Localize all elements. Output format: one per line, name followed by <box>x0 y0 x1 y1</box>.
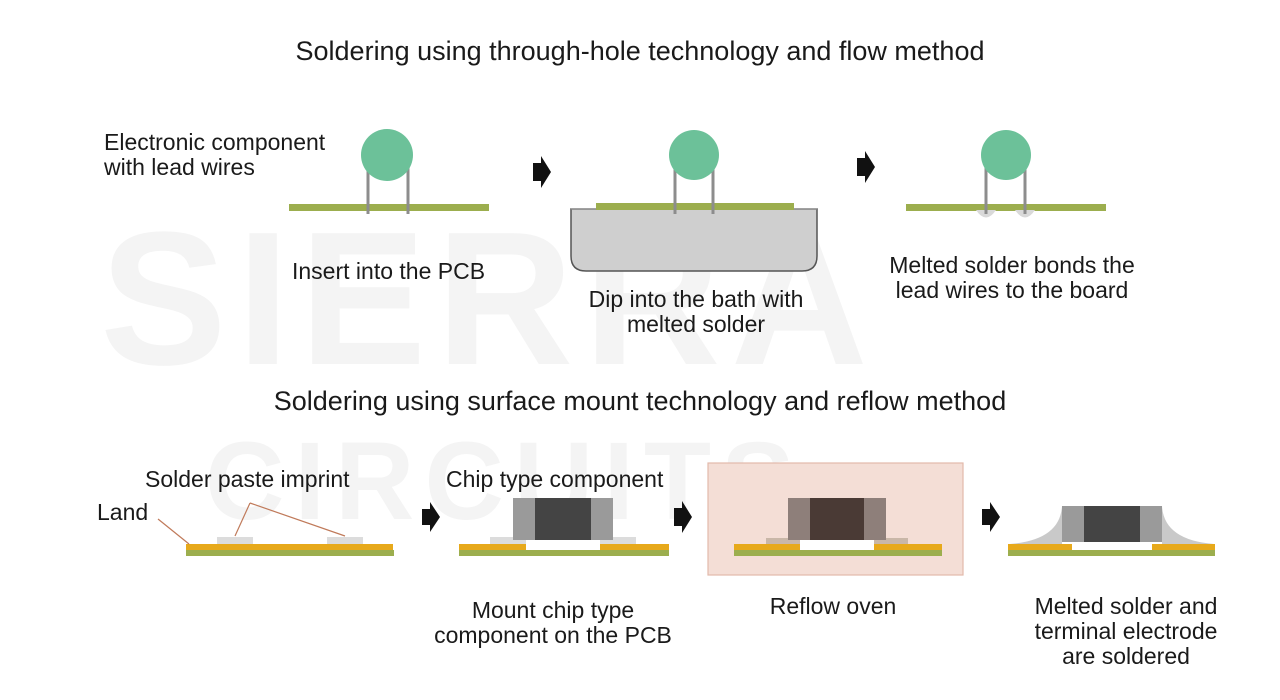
chip-component-label: Chip type component <box>446 466 664 492</box>
arrow-right-icon <box>422 502 440 532</box>
arrow-right-icon <box>982 502 1000 532</box>
th-step2-label: Dip into the bath with melted solder <box>588 286 804 337</box>
solder-paste-label: Solder paste imprint <box>145 466 350 492</box>
component-label: Electronic component with lead wires <box>104 129 326 180</box>
arrow-right-icon <box>857 151 875 183</box>
th-step3-soldered <box>906 130 1106 218</box>
land-label: Land <box>97 499 149 525</box>
through-hole-title: Soldering using through-hole technology … <box>295 36 985 66</box>
th-step1-label: Insert into the PCB <box>292 258 486 284</box>
smt-step1-board <box>157 502 394 556</box>
th-step1-board <box>289 129 489 214</box>
smt-step3-label: Reflow oven <box>769 593 897 619</box>
smt-step4-label: Melted solder and terminal electrode are… <box>1034 593 1218 669</box>
arrow-right-icon <box>533 156 551 188</box>
arrow-right-icon <box>674 501 692 533</box>
smt-title: Soldering using surface mount technology… <box>273 386 1007 416</box>
smt-step3-reflow-oven <box>707 462 964 576</box>
smt-step2-mounted-chip <box>459 498 669 556</box>
th-step2-solder-bath <box>570 130 818 272</box>
smt-step4-soldered <box>1008 506 1215 556</box>
smt-step2-label: Mount chip type component on the PCB <box>434 597 672 648</box>
th-step3-label: Melted solder bonds the lead wires to th… <box>889 252 1135 303</box>
watermark-line-2: CIRCUITS <box>205 420 805 543</box>
